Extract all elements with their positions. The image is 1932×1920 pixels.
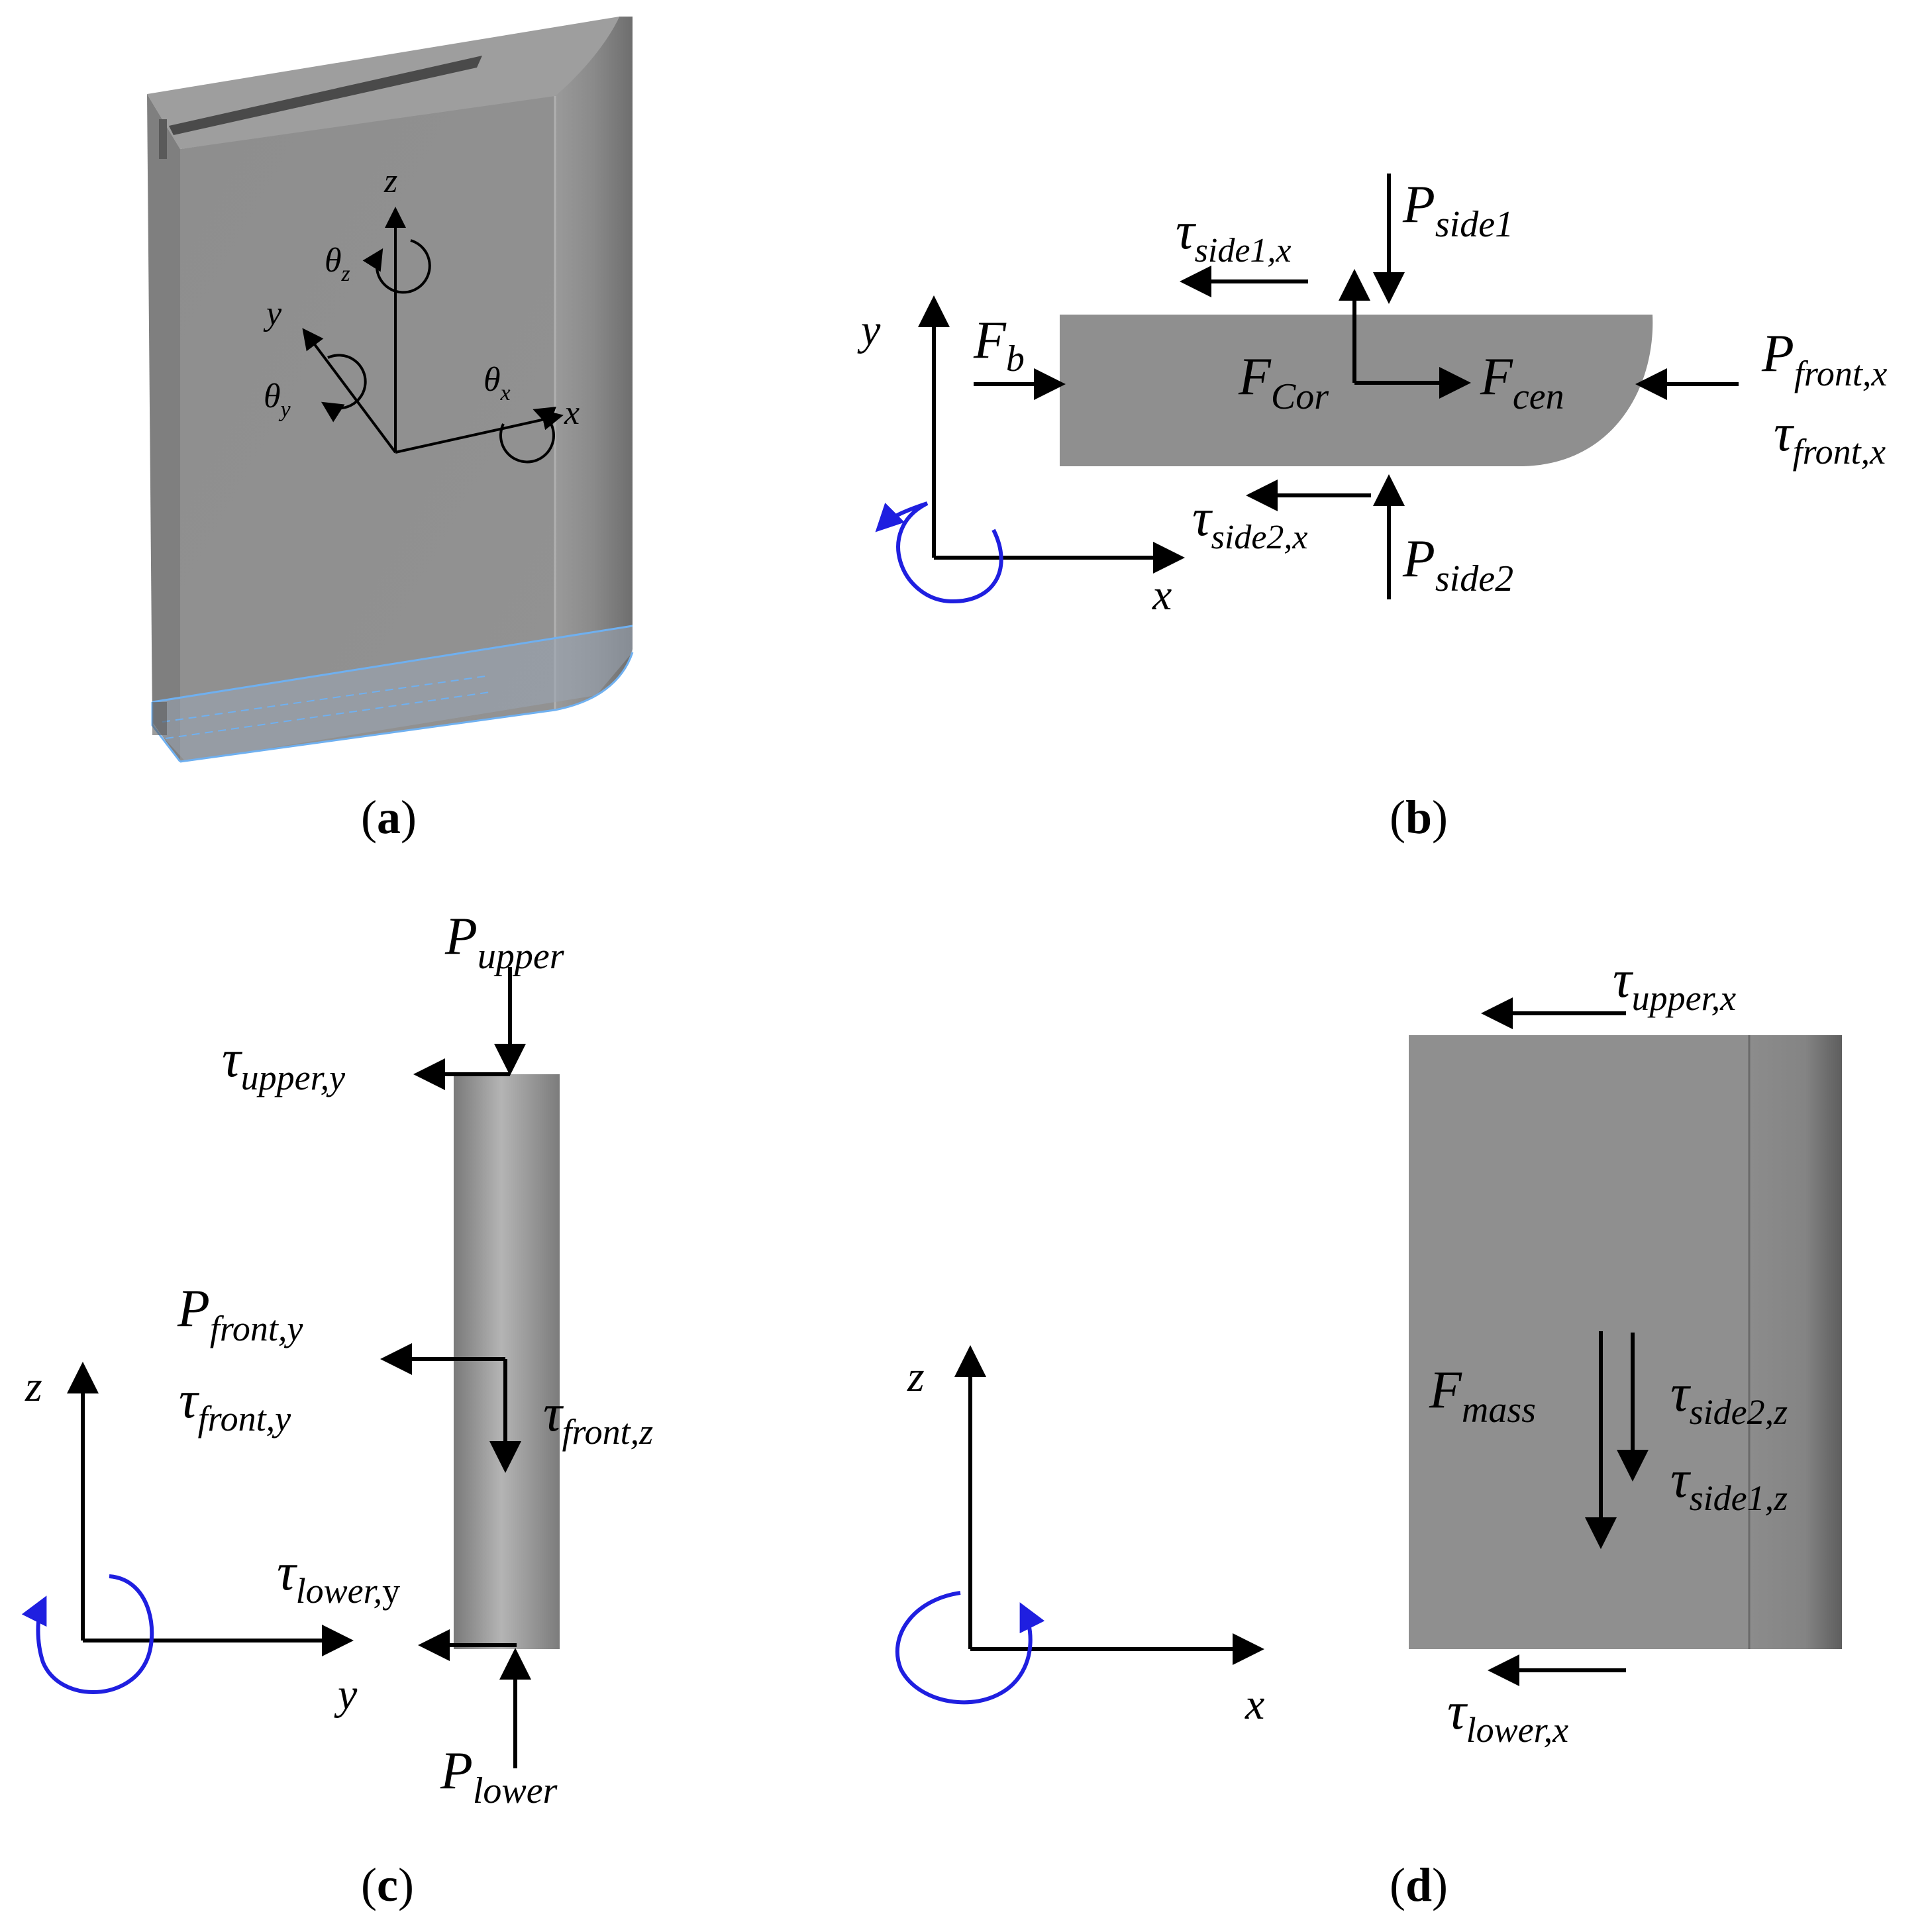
panel-b-label-Fcen: Fcen — [1480, 348, 1564, 417]
panel-d-body — [1409, 1035, 1749, 1649]
panel-b-label-x: x — [1152, 571, 1172, 619]
panel-a-theta-z-arc — [362, 239, 431, 294]
panel-c-label-tau-fronty: τfront,y — [179, 1371, 291, 1439]
panel-c-label-Pupper: Pupper — [444, 907, 564, 977]
panel-c-label-y: y — [334, 1670, 358, 1719]
panel-b-body — [1060, 315, 1653, 466]
panel-d-curved-side — [1749, 1035, 1842, 1649]
panel-b-label-tau-side2x: τside2,x — [1192, 489, 1307, 556]
panel-a-front-face — [180, 96, 555, 762]
panel-c-rotation-arrow — [21, 1574, 154, 1694]
panel-b-label-Pside2: Pside2 — [1402, 530, 1513, 599]
panel-a-hidden-slot — [162, 675, 491, 739]
panel-a-y-axis — [302, 328, 397, 454]
panel-a-left-face — [147, 94, 180, 762]
panel-c-label-tau-lowery: τlower,y — [277, 1543, 400, 1611]
panel-a-bottom-notch — [152, 702, 167, 735]
panel-c-label-Pfronty: Pfront,y — [177, 1280, 303, 1348]
panel-d-caption: (d) — [1390, 1858, 1448, 1911]
panel-a-x-axis — [395, 409, 564, 454]
panel-a-label-y: y — [263, 295, 282, 332]
panel-a-theta-y-arc — [321, 354, 367, 423]
panel-d-front-view: z x τupper,x Fmass τside2,z τside1,z τlo… — [895, 950, 1842, 1911]
panel-c-label-Plower: Plower — [440, 1742, 558, 1811]
panel-b-top-view: y x Fb FCor Fcen Pside1 τside1,x Pfront,… — [857, 174, 1887, 844]
panel-d-label-tau-side1z: τside1,z — [1670, 1450, 1788, 1518]
panel-b-label-y: y — [857, 306, 881, 354]
panel-b-label-tau-side1x: τside1,x — [1176, 202, 1291, 270]
panel-a-left-notch — [159, 119, 167, 159]
panel-b-label-FCor: FCor — [1238, 348, 1329, 417]
panel-a-bottom-highlight — [152, 626, 633, 762]
panel-d-label-Fmass: Fmass — [1429, 1361, 1536, 1431]
panel-c-label-tau-uppery: τupper,y — [222, 1030, 345, 1097]
panel-a-theta-x-arc — [499, 407, 556, 464]
panel-a-label-theta-y: θy — [264, 378, 291, 422]
panel-a-label-theta-x: θx — [483, 361, 511, 405]
panel-b-caption: (b) — [1390, 791, 1448, 844]
panel-d-label-tau-lowerx: τlower,x — [1447, 1682, 1568, 1750]
panel-b-label-tau-frontx: τfront,x — [1774, 404, 1886, 472]
panel-c-caption: (c) — [361, 1858, 414, 1911]
panel-d-label-z: z — [907, 1352, 925, 1401]
panel-b-label-Pfrontx: Pfront,x — [1761, 325, 1887, 393]
panel-c-side-view: z y Pupper τupper,y Pfront,y τfront,y τf… — [21, 907, 653, 1911]
panel-b-label-Pside1: Pside1 — [1402, 176, 1513, 245]
panel-a-caption: (a) — [361, 791, 417, 844]
panel-d-label-tau-side2z: τside2,z — [1670, 1364, 1788, 1432]
panel-c-label-z: z — [25, 1362, 42, 1411]
panel-d-label-tau-upperx: τupper,x — [1613, 950, 1736, 1018]
panel-a-top-slot — [169, 56, 482, 135]
panel-a-label-theta-z: θz — [325, 242, 350, 286]
panel-b-rotation-arrow — [875, 501, 1003, 604]
panel-a-label-z: z — [383, 162, 397, 200]
panel-a-label-x: x — [564, 394, 580, 432]
panel-a-curved-side — [555, 17, 633, 710]
panel-c-label-tau-frontz: τfront,z — [543, 1384, 653, 1452]
panel-d-rotation-arrow — [895, 1591, 1045, 1705]
panel-a-3d-model: z y x θz θy θx (a) — [147, 17, 634, 844]
panel-b-label-Fb: Fb — [973, 311, 1025, 379]
panel-d-label-x: x — [1245, 1680, 1264, 1729]
